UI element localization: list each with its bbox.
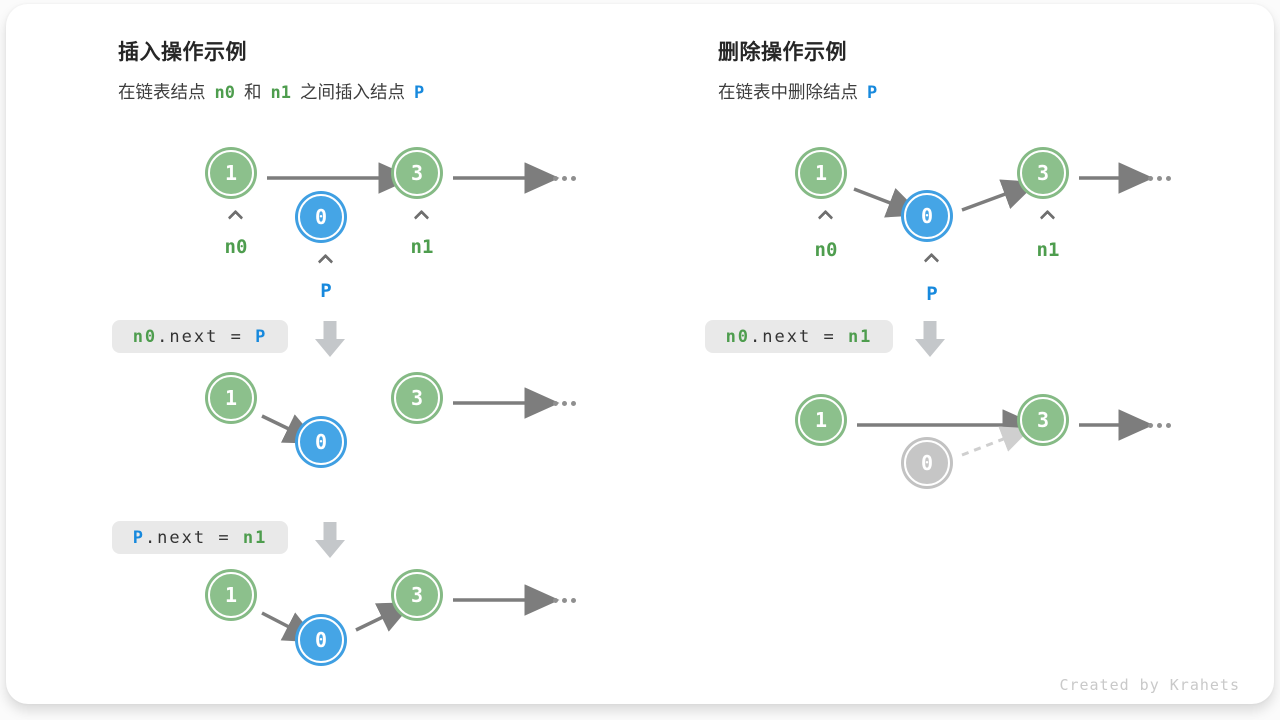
code-lhs: n0 xyxy=(725,326,751,347)
list-node-1: 1 xyxy=(798,150,844,196)
insert-panel-subtitle: 在链表结点 n0 和 n1 之间插入结点 P xyxy=(118,79,424,104)
delete-panel-title: 删除操作示例 xyxy=(718,41,847,64)
subtitle-text: 和 xyxy=(243,82,262,102)
var-n0: n0 xyxy=(214,83,235,103)
node-value: 3 xyxy=(410,583,424,607)
node-value: 3 xyxy=(410,161,424,185)
caret-up-icon xyxy=(227,209,244,226)
pointer-label-p: P xyxy=(926,283,938,305)
pointer-label-p: P xyxy=(320,280,332,302)
code-chip-p-next-n1: P.next = n1 xyxy=(112,521,288,554)
subtitle-text: 在链表结点 xyxy=(118,82,206,102)
node-value: 0 xyxy=(314,205,328,229)
ellipsis-icon xyxy=(553,598,576,603)
node-value: 1 xyxy=(814,408,828,432)
list-node-p-removed: 0 xyxy=(904,440,950,486)
node-value: 0 xyxy=(920,451,934,475)
code-lhs: n0 xyxy=(132,326,158,347)
var-p: P xyxy=(867,83,878,103)
credit-text: Created by Krahets xyxy=(1059,676,1240,694)
node-value: 1 xyxy=(814,161,828,185)
pointer-label-n0: n0 xyxy=(224,236,248,258)
ellipsis-icon xyxy=(553,176,576,181)
code-chip-n0-next-p: n0.next = P xyxy=(112,320,288,353)
list-node-3: 3 xyxy=(394,572,440,618)
code-rhs: n1 xyxy=(242,527,268,548)
node-value: 0 xyxy=(314,628,328,652)
list-node-p: 0 xyxy=(298,194,344,240)
subtitle-text: 在链表中删除结点 xyxy=(718,82,858,102)
list-node-3: 3 xyxy=(394,150,440,196)
list-node-3: 3 xyxy=(1020,397,1066,443)
node-value: 1 xyxy=(224,583,238,607)
list-node-1: 1 xyxy=(208,150,254,196)
list-node-1: 1 xyxy=(208,375,254,421)
list-node-1: 1 xyxy=(798,397,844,443)
node-value: 3 xyxy=(1036,408,1050,432)
node-value: 0 xyxy=(920,204,934,228)
code-lhs: P xyxy=(132,527,145,548)
node-value: 3 xyxy=(410,386,424,410)
pointer-label-n0: n0 xyxy=(814,239,838,261)
ellipsis-icon xyxy=(553,401,576,406)
node-value: 1 xyxy=(224,161,238,185)
list-node-1: 1 xyxy=(208,572,254,618)
caret-up-icon xyxy=(413,209,430,226)
list-node-p: 0 xyxy=(904,193,950,239)
code-mid: .next = xyxy=(157,326,256,347)
code-rhs: n1 xyxy=(847,326,873,347)
list-node-p: 0 xyxy=(298,617,344,663)
ellipsis-icon xyxy=(1148,176,1171,181)
caret-up-icon xyxy=(1039,209,1056,226)
pointer-label-n1: n1 xyxy=(1036,239,1060,261)
code-mid: .next = xyxy=(750,326,848,347)
pointer-label-n1: n1 xyxy=(410,236,434,258)
code-rhs: P xyxy=(255,326,268,347)
caret-up-icon xyxy=(317,253,334,270)
node-value: 0 xyxy=(314,430,328,454)
subtitle-text: 之间插入结点 xyxy=(299,82,405,102)
node-value: 1 xyxy=(224,386,238,410)
var-n1: n1 xyxy=(270,83,291,103)
node-value: 3 xyxy=(1036,161,1050,185)
caret-up-icon xyxy=(923,252,940,269)
caret-up-icon xyxy=(817,209,834,226)
list-node-3: 3 xyxy=(394,375,440,421)
code-chip-n0-next-n1: n0.next = n1 xyxy=(705,320,893,353)
list-node-3: 3 xyxy=(1020,150,1066,196)
list-node-p: 0 xyxy=(298,419,344,465)
var-p: P xyxy=(413,83,425,103)
insert-panel-title: 插入操作示例 xyxy=(118,41,247,64)
ellipsis-icon xyxy=(1148,423,1171,428)
code-mid: .next = xyxy=(144,527,243,548)
delete-panel-subtitle: 在链表中删除结点 P xyxy=(718,79,877,104)
